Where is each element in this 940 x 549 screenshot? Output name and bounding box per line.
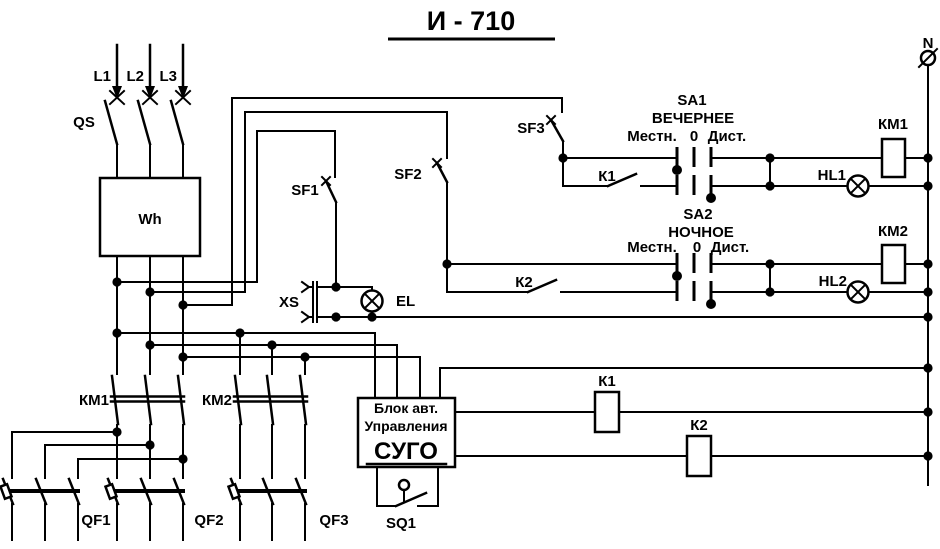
sugo-control-block: Блок авт. Управления СУГО [356,396,457,469]
sa1-label: SA1 [677,92,706,109]
qf3-label: QF3 [319,512,348,529]
km2-contactor: КМ2 [202,374,309,426]
wiring [11,43,929,541]
k2-relay-coil: К2 [685,417,713,478]
sf3-label: SF3 [517,120,545,137]
sf1-breaker: SF1 [291,175,338,204]
el-label: EL [396,293,415,310]
km2-contactor-label: КМ2 [202,392,232,409]
sf2-label: SF2 [394,166,422,183]
xs-socket: XS [279,280,318,324]
km1-coil-label: КМ1 [878,116,908,133]
neutral-terminal: N [917,35,939,69]
sf3-breaker: SF3 [517,114,565,143]
incoming-lines: L1 L2 L3 [93,68,192,106]
phase-l3-label: L3 [159,68,177,85]
qf1-breaker: QF1 [0,477,111,529]
junction-dots [112,153,933,464]
qs-label: QS [73,114,95,131]
qf2-label: QF2 [194,512,223,529]
sa2-mode-label: НОЧНОЕ [668,224,734,241]
sa1-pos-zero-label: 0 [690,128,698,145]
hl1-label: HL1 [818,167,846,184]
page-title: И - 710 [427,6,515,36]
sugo-block-title: СУГО [374,438,438,465]
k1-relay-label: К1 [598,373,616,390]
sq1-switch: SQ1 [386,478,428,532]
km1-coil: КМ1 [878,116,908,179]
km1-contactor-label: КМ1 [79,392,109,409]
qs-disconnector: QS [73,99,185,146]
sq1-label: SQ1 [386,515,416,532]
wh-meter: Wh [98,176,202,258]
sf2-breaker: SF2 [394,157,449,184]
phase-l1-label: L1 [93,68,111,85]
sa2-switch: SA2 НОЧНОЕ Местн. 0 Дист. [627,206,749,301]
diagram-title: И - 710 [388,6,555,41]
qf2-breaker: QF2 [103,477,224,529]
sa2-pos-remote-label: Дист. [711,239,749,256]
hl2-lamp: HL2 [819,273,870,304]
hl1-lamp: HL1 [818,167,870,198]
sa1-pos-local-label: Местн. [627,128,677,145]
sugo-block-line1: Блок авт. [374,400,438,416]
qf3-breaker: QF3 [226,477,349,529]
km1-contactor: КМ1 [79,374,186,426]
el-lamp: EL [360,289,415,313]
hl2-label: HL2 [819,273,847,290]
wh-label: Wh [138,211,161,228]
sa2-pos-zero-label: 0 [693,239,701,256]
qf1-label: QF1 [81,512,110,529]
k1-contact: К1 [598,168,638,188]
k2-relay-label: К2 [690,417,708,434]
sugo-block-line2: Управления [364,418,447,434]
sa1-mode-label: ВЕЧЕРНЕЕ [652,110,734,127]
xs-label: XS [279,294,299,311]
km2-coil-label: КМ2 [878,223,908,240]
neutral-label: N [923,35,934,52]
k1-relay-coil: К1 [593,373,621,434]
sa1-switch: SA1 ВЕЧЕРНЕЕ Местн. 0 Дист. [627,92,746,195]
km2-coil: КМ2 [878,223,908,285]
sa2-label: SA2 [683,206,712,223]
k2-contact: К2 [515,274,558,294]
sf1-label: SF1 [291,182,319,199]
sa1-pos-remote-label: Дист. [708,128,746,145]
phase-l2-label: L2 [126,68,144,85]
k1-contact-label: К1 [598,168,616,185]
sa2-pos-local-label: Местн. [627,239,677,256]
k2-contact-label: К2 [515,274,533,291]
